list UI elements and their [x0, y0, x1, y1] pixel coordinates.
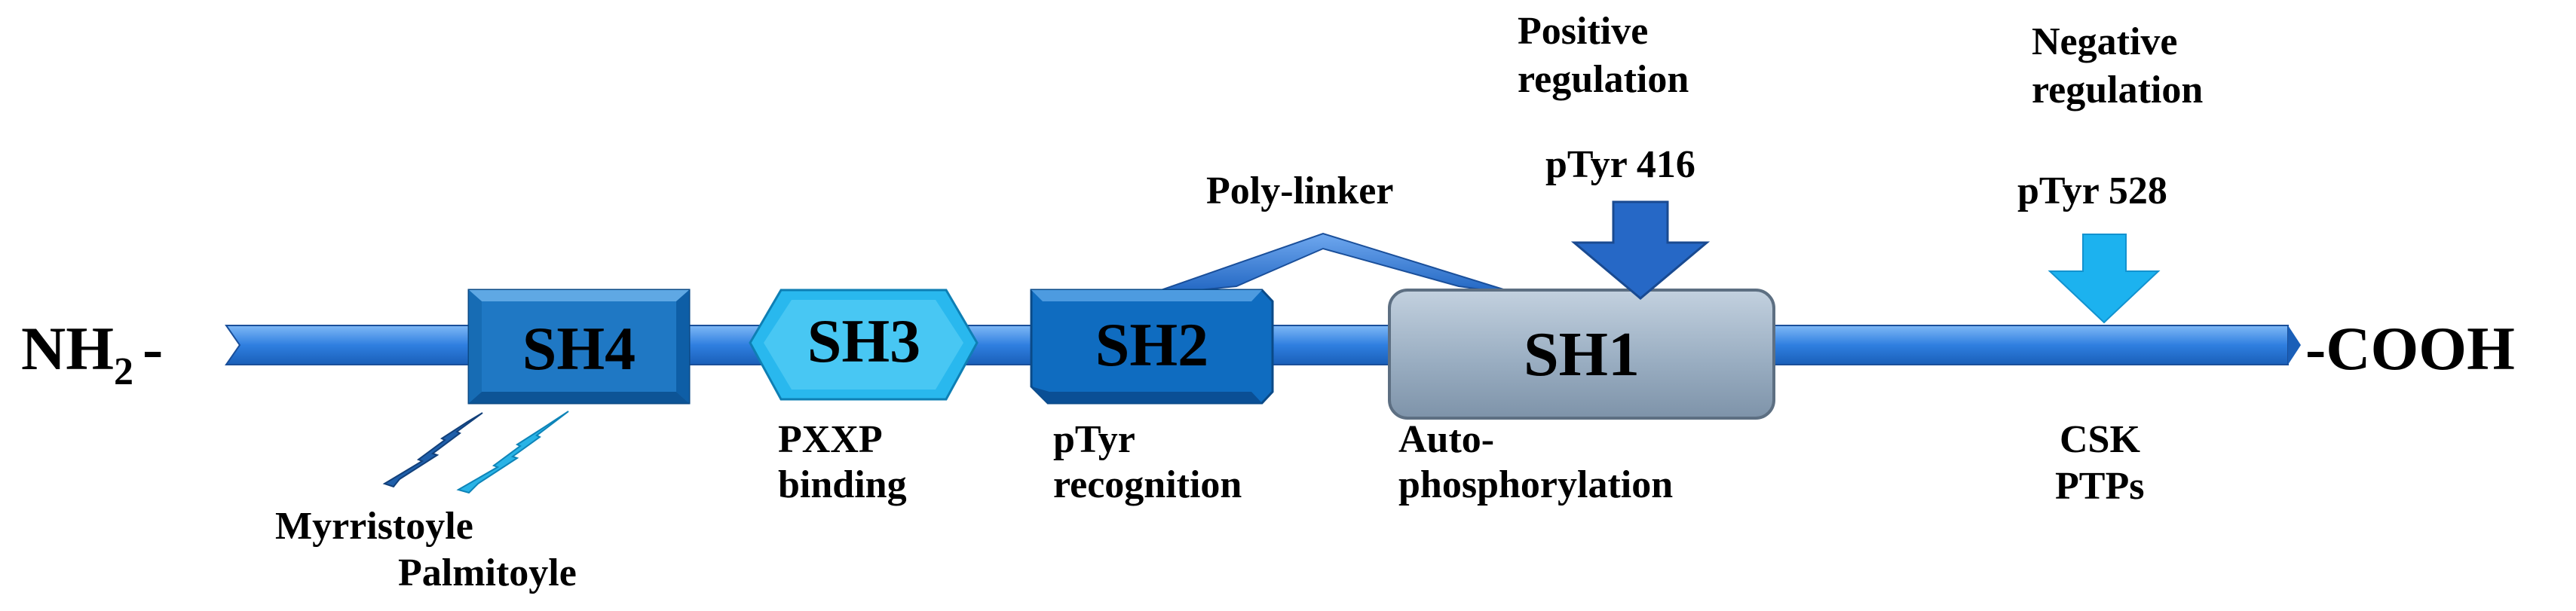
positive-arrow-icon	[1570, 200, 1711, 300]
ptyr-recognition-line1: pTyr	[1053, 418, 1135, 461]
c-terminus-label: -COOH	[2305, 314, 2515, 383]
csk-label: CSK	[2060, 418, 2140, 461]
negative-arrow-icon	[2048, 234, 2161, 324]
sh4-label: SH4	[522, 314, 636, 383]
myristoyle-label: Myrristoyle	[275, 505, 473, 548]
palmitoyle-label: Palmitoyle	[398, 551, 577, 594]
negative-regulation-line2: regulation	[2032, 69, 2203, 112]
sh3-domain: SH3	[749, 289, 979, 401]
n-terminus-label: NH2-	[21, 314, 163, 393]
myristoyl-anchor-icon	[382, 412, 483, 488]
autophos-label-line1: Auto-	[1398, 418, 1494, 461]
positive-regulation-line2: regulation	[1518, 58, 1689, 101]
negative-regulation-line1: Negative	[2032, 20, 2177, 63]
ptps-label: PTPs	[2055, 465, 2144, 508]
positive-regulation-line1: Positive	[1518, 10, 1648, 53]
sh1-domain: SH1	[1388, 289, 1775, 420]
sh2-domain: SH2	[1030, 289, 1274, 405]
ptyr528-label: pTyr 528	[2017, 170, 2167, 212]
ptyr-recognition-line2: recognition	[1053, 463, 1242, 506]
pxxp-label-line1: PXXP	[778, 418, 883, 461]
pxxp-label-line2: binding	[778, 463, 907, 506]
sh4-domain: SH4	[467, 289, 691, 405]
poly-linker-shape	[1145, 232, 1524, 296]
ptyr416-label: pTyr 416	[1545, 143, 1695, 186]
palmitoyl-anchor-icon	[456, 411, 569, 494]
sh2-label: SH2	[1095, 310, 1208, 379]
sh3-label: SH3	[807, 307, 920, 375]
sh1-label: SH1	[1524, 319, 1640, 390]
polylinker-label: Poly-linker	[1206, 170, 1393, 212]
autophos-label-line2: phosphorylation	[1398, 463, 1673, 506]
